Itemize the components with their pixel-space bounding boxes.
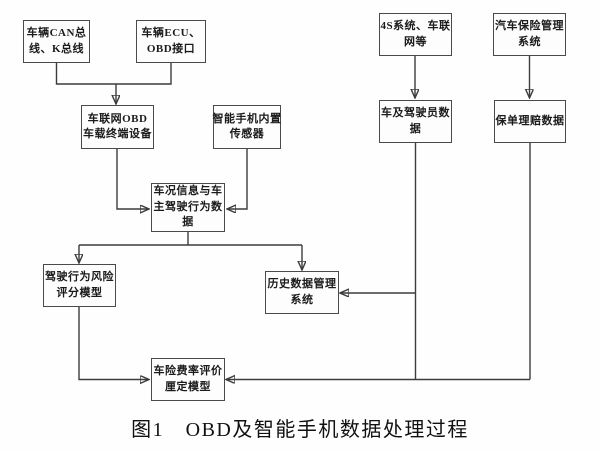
node-ecu-obd: 车辆ECU、 OBD接口 xyxy=(136,20,206,63)
node-can-bus: 车辆CAN总 线、K总线 xyxy=(23,20,90,63)
node-vehicle-driver-data-label: 车及驾驶员数 据 xyxy=(381,107,450,135)
node-obd-terminal: 车联网OBD 车载终端设备 xyxy=(81,105,154,149)
node-condition-behavior-data: 车况信息与车 主驾驶行为数 据 xyxy=(151,183,225,232)
node-policy-claims-data: 保单理赔数据 xyxy=(494,100,566,143)
connector-condition-split-rail xyxy=(79,232,302,246)
node-4s-system: 4S系统、车联 网等 xyxy=(379,13,452,56)
node-history-data-system: 历史数据管理 系统 xyxy=(265,271,339,314)
node-condition-behavior-data-label: 车况信息与车 主驾驶行为数 据 xyxy=(153,185,223,229)
node-risk-score-model: 驾驶行为风险 评分模型 xyxy=(43,264,116,307)
node-vehicle-driver-data: 车及驾驶员数 据 xyxy=(379,100,452,143)
node-rate-model: 车险费率评价 厘定模型 xyxy=(151,358,225,401)
figure-caption: 图1 OBD及智能手机数据处理过程 xyxy=(131,419,469,441)
connector-merge-bracket xyxy=(55,63,172,85)
node-insurance-mgmt-system: 汽车保险管理 系统 xyxy=(493,13,566,56)
node-ecu-obd-label: 车辆ECU、 OBD接口 xyxy=(141,27,201,55)
node-smartphone-sensor: 智能手机内置 传感器 xyxy=(213,105,281,149)
node-rate-model-label: 车险费率评价 厘定模型 xyxy=(153,365,223,393)
node-can-bus-label: 车辆CAN总 线、K总线 xyxy=(26,27,87,55)
connector-risk-model-to-rate-model xyxy=(78,307,149,380)
connector-sensor-to-condition-data xyxy=(227,149,248,209)
connector-obd-terminal-to-condition-data xyxy=(116,149,149,209)
node-4s-system-label: 4S系统、车联 网等 xyxy=(380,20,451,48)
node-risk-score-model-label: 驾驶行为风险 评分模型 xyxy=(45,271,114,299)
node-smartphone-sensor-label: 智能手机内置 传感器 xyxy=(212,112,282,141)
node-history-data-system-label: 历史数据管理 系统 xyxy=(267,278,337,306)
node-policy-claims-data-label: 保单理赔数据 xyxy=(495,114,565,127)
node-insurance-mgmt-system-label: 汽车保险管理 系统 xyxy=(495,20,564,48)
node-obd-terminal-label: 车联网OBD 车载终端设备 xyxy=(83,112,152,141)
